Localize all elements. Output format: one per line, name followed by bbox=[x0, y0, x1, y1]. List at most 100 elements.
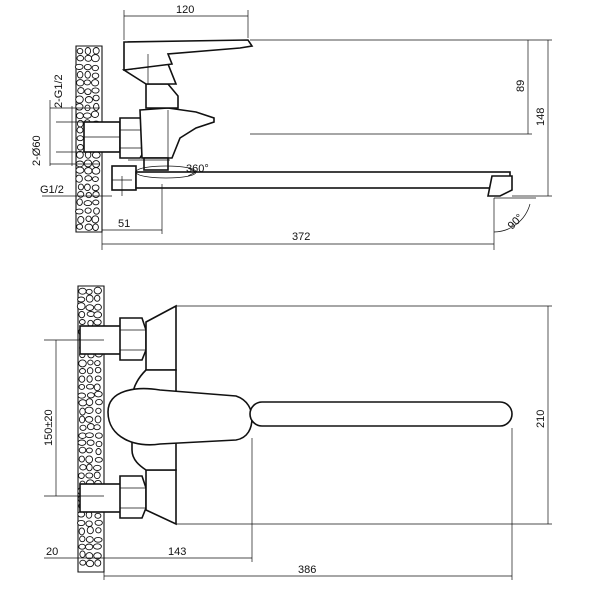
wall-stone bbox=[77, 392, 86, 399]
wall-stone bbox=[84, 88, 92, 96]
wall-stone bbox=[85, 432, 94, 439]
wall-stone bbox=[74, 63, 84, 70]
wall-stone bbox=[91, 54, 100, 63]
wall-stone bbox=[76, 302, 86, 311]
wall-stone bbox=[95, 432, 103, 439]
wall-stone bbox=[94, 456, 103, 463]
wall-stone bbox=[86, 383, 95, 390]
wall-stone bbox=[76, 70, 84, 79]
wall-stone bbox=[94, 375, 102, 382]
wall-stone bbox=[94, 390, 103, 398]
wall-stone bbox=[94, 512, 102, 519]
wall-stone bbox=[93, 102, 100, 111]
wall-stone bbox=[85, 447, 93, 454]
wall-stone bbox=[77, 519, 86, 527]
wall-stone bbox=[77, 87, 85, 95]
wall-stone bbox=[76, 112, 84, 120]
dim-51: 51 bbox=[101, 184, 163, 250]
wall-stone bbox=[78, 432, 87, 439]
wall-stone bbox=[92, 543, 102, 550]
wall-section-top bbox=[74, 45, 103, 233]
wall-stone bbox=[90, 110, 100, 118]
wall-stone bbox=[87, 359, 94, 366]
wall-stone bbox=[93, 536, 103, 543]
wall-stone bbox=[76, 126, 84, 134]
wall-stone bbox=[75, 174, 83, 183]
wall-stone bbox=[78, 415, 86, 424]
wall-stone bbox=[83, 63, 92, 71]
wall-stone bbox=[76, 198, 83, 206]
wall-stone bbox=[75, 95, 84, 104]
wall-stone bbox=[76, 144, 84, 151]
wall-stone bbox=[78, 359, 87, 368]
wall-stone bbox=[92, 94, 100, 102]
wall-stone bbox=[92, 223, 99, 231]
wall-stone bbox=[85, 288, 93, 295]
dim-148-label: 148 bbox=[535, 108, 547, 126]
dim-20-label: 20 bbox=[46, 546, 58, 558]
wall-stone bbox=[95, 527, 102, 534]
wall-stone bbox=[79, 368, 86, 375]
wall-stone bbox=[86, 367, 94, 375]
wall-stone bbox=[84, 207, 92, 214]
angle-90: 90° bbox=[493, 197, 536, 233]
wall-stone bbox=[93, 471, 101, 480]
dim-210: 210 bbox=[176, 305, 552, 525]
wall-stone bbox=[85, 559, 95, 568]
wall-stone bbox=[75, 103, 84, 111]
wall-stone bbox=[86, 392, 95, 399]
dim-left-threads: 2-G1/2 2-Ø60 bbox=[31, 74, 100, 166]
wall-stone bbox=[92, 199, 100, 206]
wall-stone bbox=[93, 318, 102, 326]
wall-stone bbox=[78, 319, 86, 325]
wall-stone bbox=[79, 559, 87, 566]
dim-372: 372 bbox=[102, 198, 495, 250]
wall-stone bbox=[75, 166, 85, 174]
dim-372-label: 372 bbox=[292, 231, 310, 243]
wall-stone bbox=[93, 424, 101, 431]
wall-stone bbox=[78, 446, 87, 454]
wall-stone bbox=[93, 383, 101, 392]
dim-20-143: 20 143 bbox=[44, 438, 253, 580]
wall-stone bbox=[91, 72, 100, 79]
wall-stone bbox=[86, 526, 94, 535]
wall-stone bbox=[82, 112, 92, 119]
wall-stone bbox=[93, 552, 102, 560]
wall-stone bbox=[83, 159, 93, 168]
wall-stone bbox=[84, 175, 93, 182]
dim-89-label: 89 bbox=[515, 80, 527, 92]
wall-stone bbox=[85, 455, 94, 464]
mixer-body-front bbox=[107, 369, 513, 471]
wall-stone bbox=[85, 215, 92, 222]
wall-stone bbox=[76, 135, 84, 142]
wall-stone bbox=[77, 191, 85, 198]
wall-stone bbox=[83, 200, 93, 207]
wall-stone bbox=[76, 150, 84, 159]
wall-stone bbox=[86, 375, 93, 383]
wall-stone bbox=[78, 472, 85, 479]
wall-stone bbox=[79, 535, 86, 543]
wall-stone bbox=[77, 183, 84, 191]
wall-stone bbox=[95, 407, 102, 414]
thread-pair-label: 2-G1/2 bbox=[53, 74, 65, 108]
wall-stone bbox=[77, 439, 87, 446]
wall-stone bbox=[85, 294, 94, 303]
wall-stone bbox=[76, 47, 84, 55]
wall-stone bbox=[86, 423, 95, 431]
wall-stone bbox=[91, 176, 99, 182]
wall-stone bbox=[76, 55, 85, 62]
wall-stones-front bbox=[76, 286, 103, 568]
wall-stone bbox=[78, 310, 86, 319]
wall-stone bbox=[79, 407, 86, 416]
wall-stone bbox=[94, 519, 103, 526]
wall-stone bbox=[94, 294, 101, 302]
diameter-label: 2-Ø60 bbox=[31, 135, 43, 166]
wall-stone bbox=[85, 552, 94, 560]
dim-386-label: 386 bbox=[298, 564, 316, 576]
wall-stone bbox=[95, 448, 102, 456]
wall-stone bbox=[91, 184, 100, 192]
wall-stone bbox=[91, 167, 101, 175]
wall-stone bbox=[84, 167, 93, 175]
dim-150-label: 150±20 bbox=[43, 409, 55, 446]
